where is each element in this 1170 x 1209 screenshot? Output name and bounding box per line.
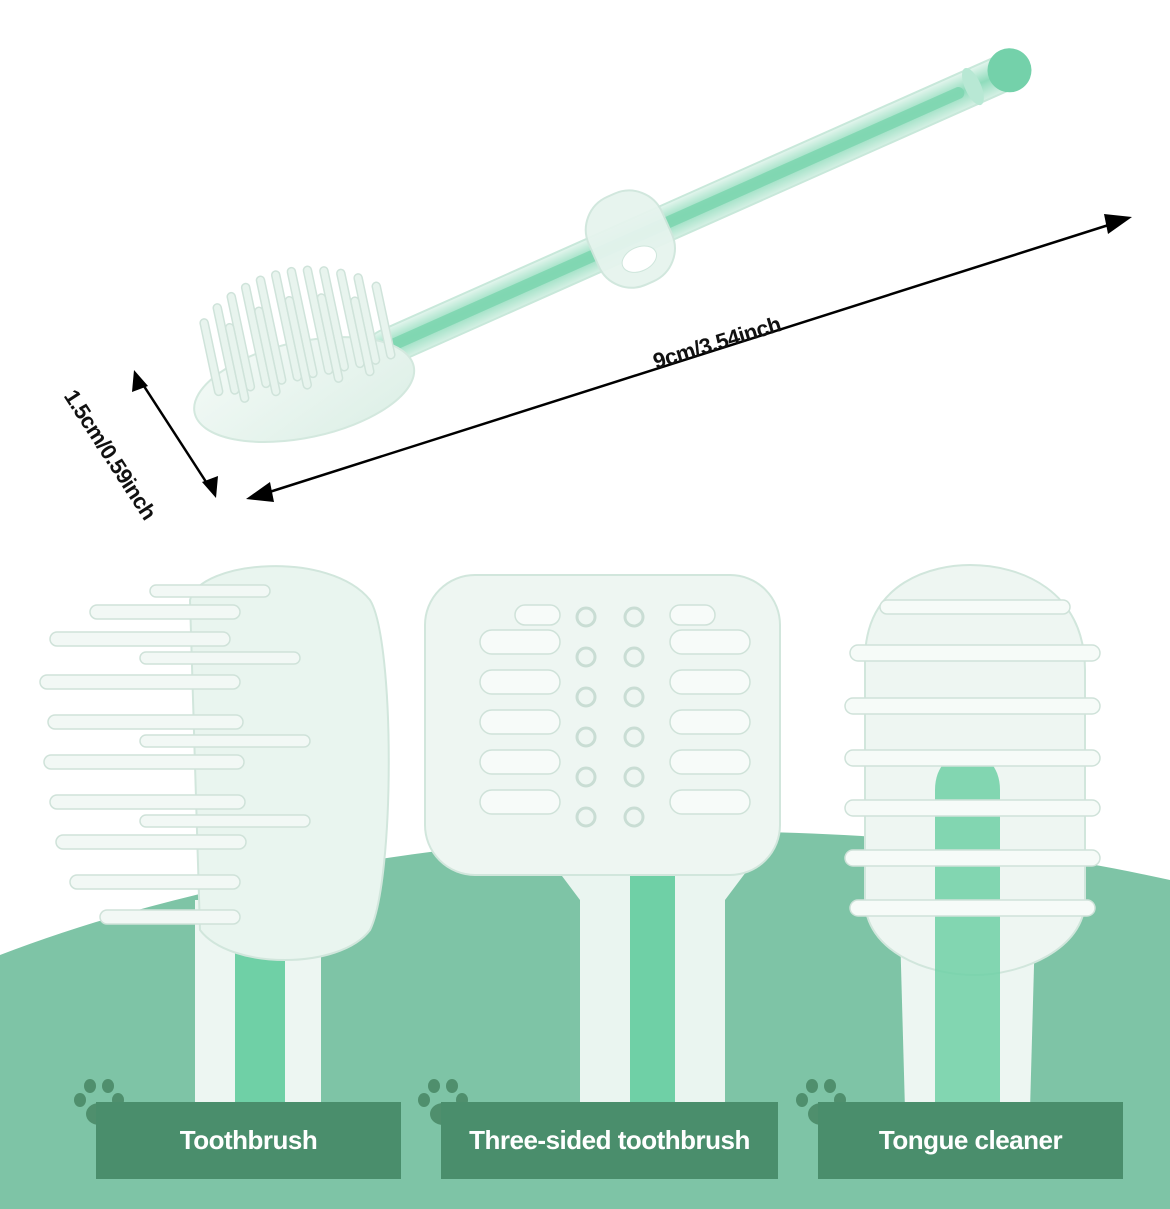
width-arrow xyxy=(132,370,218,498)
tongue-cleaner-label: Tongue cleaner xyxy=(818,1102,1123,1179)
full-toothbrush-illustration xyxy=(132,48,1132,502)
toothbrush-label: Toothbrush xyxy=(96,1102,401,1179)
three-sided-toothbrush-label: Three-sided toothbrush xyxy=(441,1102,778,1179)
length-arrow xyxy=(246,214,1132,502)
